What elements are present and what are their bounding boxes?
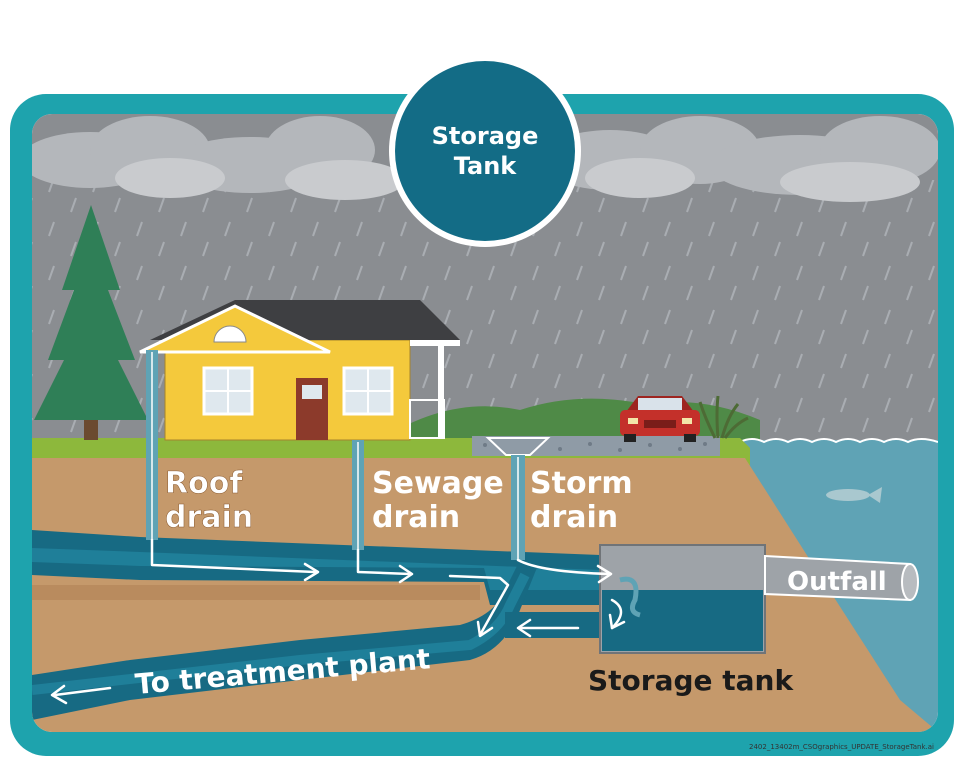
soil-layer bbox=[32, 585, 480, 600]
cloud-icon bbox=[115, 158, 920, 202]
storm-drain-label-line1: Storm bbox=[530, 466, 633, 501]
overflow-splash bbox=[619, 576, 641, 618]
car-icon bbox=[620, 396, 700, 442]
combined-sewer-water bbox=[32, 548, 600, 590]
roof-drain-label-line2: drain bbox=[165, 500, 253, 535]
file-code: 2402_13402m_CSOgraphics_UPDATE_StorageTa… bbox=[749, 743, 934, 751]
arrow-icon bbox=[50, 538, 626, 705]
storm-drain-label-line2: drain bbox=[530, 500, 618, 535]
title-badge-inner bbox=[395, 61, 575, 241]
return-pipe bbox=[505, 612, 605, 638]
sewage-drain-label-line2: drain bbox=[372, 500, 460, 535]
combined-sewer-pipe bbox=[32, 530, 600, 605]
reed-icon bbox=[698, 395, 749, 439]
sewage-drain-label-line1: Sewage bbox=[372, 466, 504, 501]
storage-tank-water bbox=[602, 590, 763, 651]
treatment-plant-water bbox=[32, 572, 530, 695]
storm-drain-inlet bbox=[485, 437, 551, 456]
fish-icon bbox=[826, 487, 882, 503]
house-icon bbox=[139, 300, 460, 441]
roof-drain-label-line1: Roof bbox=[165, 466, 243, 501]
outfall-label: Outfall bbox=[787, 567, 887, 597]
lake-surface bbox=[739, 438, 938, 444]
storage-tank-label: Storage tank bbox=[588, 664, 794, 697]
tree-icon bbox=[34, 205, 148, 440]
